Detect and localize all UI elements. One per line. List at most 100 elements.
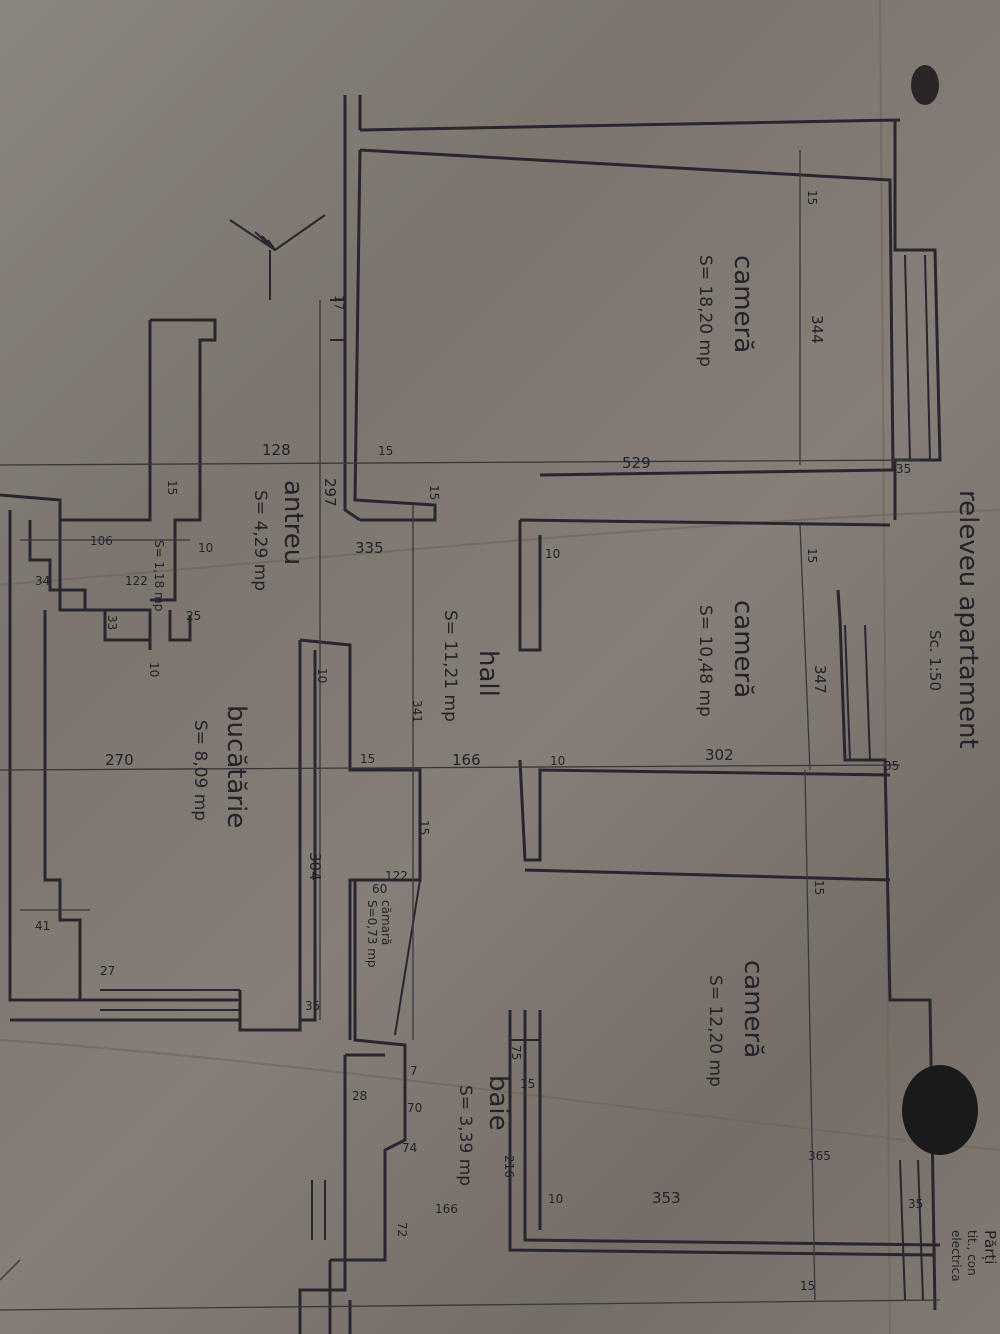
- exterior-wall: [893, 120, 942, 520]
- note-line: Părți: [981, 1230, 999, 1264]
- dimension-33: 33: [105, 615, 119, 630]
- wall-room-2: [518, 518, 891, 652]
- window: [844, 624, 871, 761]
- room-area-camera-1: S= 18,20 mp: [695, 255, 715, 367]
- dimension-28: 28: [352, 1089, 367, 1103]
- wall-hall: [299, 638, 422, 1040]
- dimension-74: 74: [402, 1141, 417, 1155]
- paper-fold-line: [0, 509, 1000, 586]
- paper-hole: [911, 65, 939, 105]
- dimension-15: 15: [360, 752, 375, 766]
- room-name-bucatarie: bucătărie: [221, 705, 251, 828]
- wall-kitchen-left: [43, 610, 82, 1000]
- dimension-15: 15: [165, 480, 179, 495]
- dimension-17: 17: [332, 295, 346, 310]
- dimension-341: 341: [410, 700, 424, 723]
- bath-door: [510, 1039, 541, 1070]
- dimension-122-pantry: 122: [385, 869, 408, 883]
- room-name-camera-1: cameră: [728, 255, 758, 353]
- dimension-15: 15: [417, 820, 431, 835]
- dimension-353: 353: [652, 1189, 681, 1207]
- ink-stain: [902, 1065, 978, 1155]
- wall-kitchen-right: [298, 640, 317, 1022]
- dimension-15: 15: [805, 190, 819, 205]
- paper-fold-line: [0, 1039, 1000, 1151]
- dimension-166: 166: [452, 751, 481, 769]
- dimension-344: 344: [808, 315, 826, 344]
- wall-wc-top: [0, 320, 152, 522]
- dimension-297: 297: [321, 478, 339, 507]
- wall-room-2-bottom: [518, 759, 891, 862]
- wall-room-1-outer: [343, 95, 361, 522]
- north-arrow-icon: [229, 214, 326, 252]
- pantry-door: [350, 879, 422, 1036]
- kitchen-window: [100, 989, 240, 1011]
- dimension-302: 302: [705, 746, 734, 764]
- wall-bath-left: [298, 1053, 385, 1334]
- wall-room-1-left: [353, 149, 437, 522]
- dimension-122: 122: [125, 574, 148, 588]
- wall-antreu: [150, 318, 217, 602]
- dimension-70: 70: [407, 1101, 422, 1115]
- dimension-35: 35: [908, 1197, 923, 1211]
- room-area-wc: S= 1,18 mp: [152, 540, 166, 611]
- note-line: electrica: [949, 1230, 963, 1282]
- paper-crease: [879, 0, 891, 1334]
- room-area-camara: S=0,73 mp: [365, 900, 379, 968]
- dimension-10: 10: [545, 547, 560, 561]
- wall-bottom-exit: [328, 1260, 352, 1334]
- plan-scale: Sc. 1:50: [926, 630, 944, 691]
- dimension-line: [799, 150, 816, 1301]
- dimension-41: 41: [35, 919, 50, 933]
- dimension-128: 128: [262, 441, 291, 459]
- dimension-72: 72: [395, 1222, 409, 1237]
- dimension-15: 15: [427, 485, 441, 500]
- exterior-wall: [836, 589, 937, 1311]
- dimension-60: 60: [372, 882, 387, 896]
- dimension-line: [20, 539, 190, 911]
- dimension-15: 15: [520, 1077, 535, 1091]
- dimension-15: 15: [812, 880, 826, 895]
- dimension-529: 529: [622, 454, 651, 472]
- room-name-camera-3: cameră: [738, 960, 768, 1058]
- room-area-antreu: S= 4,29 mp: [250, 490, 270, 591]
- dimension-line: [0, 1259, 21, 1281]
- dimension-335: 335: [355, 539, 384, 557]
- wall-wc-steps: [28, 520, 150, 642]
- room-area-bucatarie: S= 8,09 mp: [190, 720, 210, 821]
- dimension-35: 35: [305, 999, 320, 1013]
- dimension-10: 10: [198, 541, 213, 555]
- room-name-antreu: antreu: [278, 480, 308, 565]
- dimension-line: [0, 459, 921, 466]
- room-area-baie: S= 3,39 mp: [455, 1085, 475, 1186]
- vent: [311, 1180, 326, 1240]
- dimension-166-bath: 166: [435, 1202, 458, 1216]
- dimension-15: 15: [805, 548, 819, 563]
- dimension-line: [319, 300, 414, 1040]
- dimension-25: 25: [186, 609, 201, 623]
- dimension-15: 15: [378, 444, 393, 458]
- dimension-365: 365: [808, 1149, 831, 1163]
- dimension-10: 10: [550, 754, 565, 768]
- dimension-304: 304: [306, 852, 324, 881]
- dimension-10: 10: [147, 662, 161, 677]
- room-area-hall: S= 11,21 mp: [440, 610, 460, 722]
- dimension-270: 270: [105, 751, 134, 769]
- dimension-10: 10: [315, 668, 329, 683]
- dimension-216: 216: [502, 1155, 516, 1178]
- window: [904, 254, 931, 461]
- wall-room-3-outer: [508, 1010, 936, 1257]
- wall-room-1: [359, 148, 895, 477]
- dimension-line: [0, 764, 901, 771]
- window: [899, 1159, 924, 1301]
- room-name-hall: hall: [473, 650, 503, 697]
- room-name-baie: baie: [483, 1075, 513, 1131]
- dimension-line: [0, 1299, 941, 1311]
- note-line: tit., con: [965, 1230, 979, 1276]
- dimension-34: 34: [35, 574, 50, 588]
- wall-top: [358, 95, 901, 132]
- dimension-347: 347: [811, 665, 829, 694]
- dimension-106: 106: [90, 534, 113, 548]
